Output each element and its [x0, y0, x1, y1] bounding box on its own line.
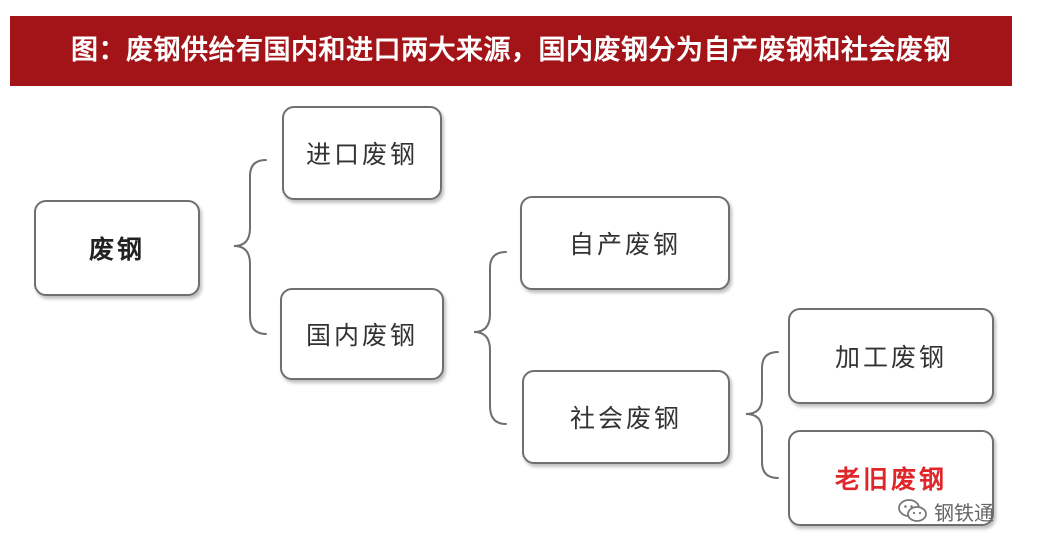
node-imported-scrap: 进口废钢 [282, 106, 442, 200]
node-obsolete-scrap: 老旧废钢 [788, 430, 994, 526]
node-social-scrap: 社会废钢 [522, 370, 730, 464]
brace-domestic [473, 251, 507, 425]
watermark-text: 钢铁通 [934, 500, 994, 525]
watermark: 钢铁通 [898, 494, 994, 528]
node-scrap-steel: 废钢 [34, 200, 200, 296]
wechat-icon [898, 499, 927, 522]
brace-root [233, 159, 267, 335]
node-domestic-scrap: 国内废钢 [280, 288, 444, 380]
figure-title: 图：废钢供给有国内和进口两大来源，国内废钢分为自产废钢和社会废钢 [10, 16, 1012, 86]
node-self-produced-scrap: 自产废钢 [520, 196, 730, 290]
brace-social [745, 351, 779, 479]
node-processing-scrap: 加工废钢 [788, 308, 994, 404]
